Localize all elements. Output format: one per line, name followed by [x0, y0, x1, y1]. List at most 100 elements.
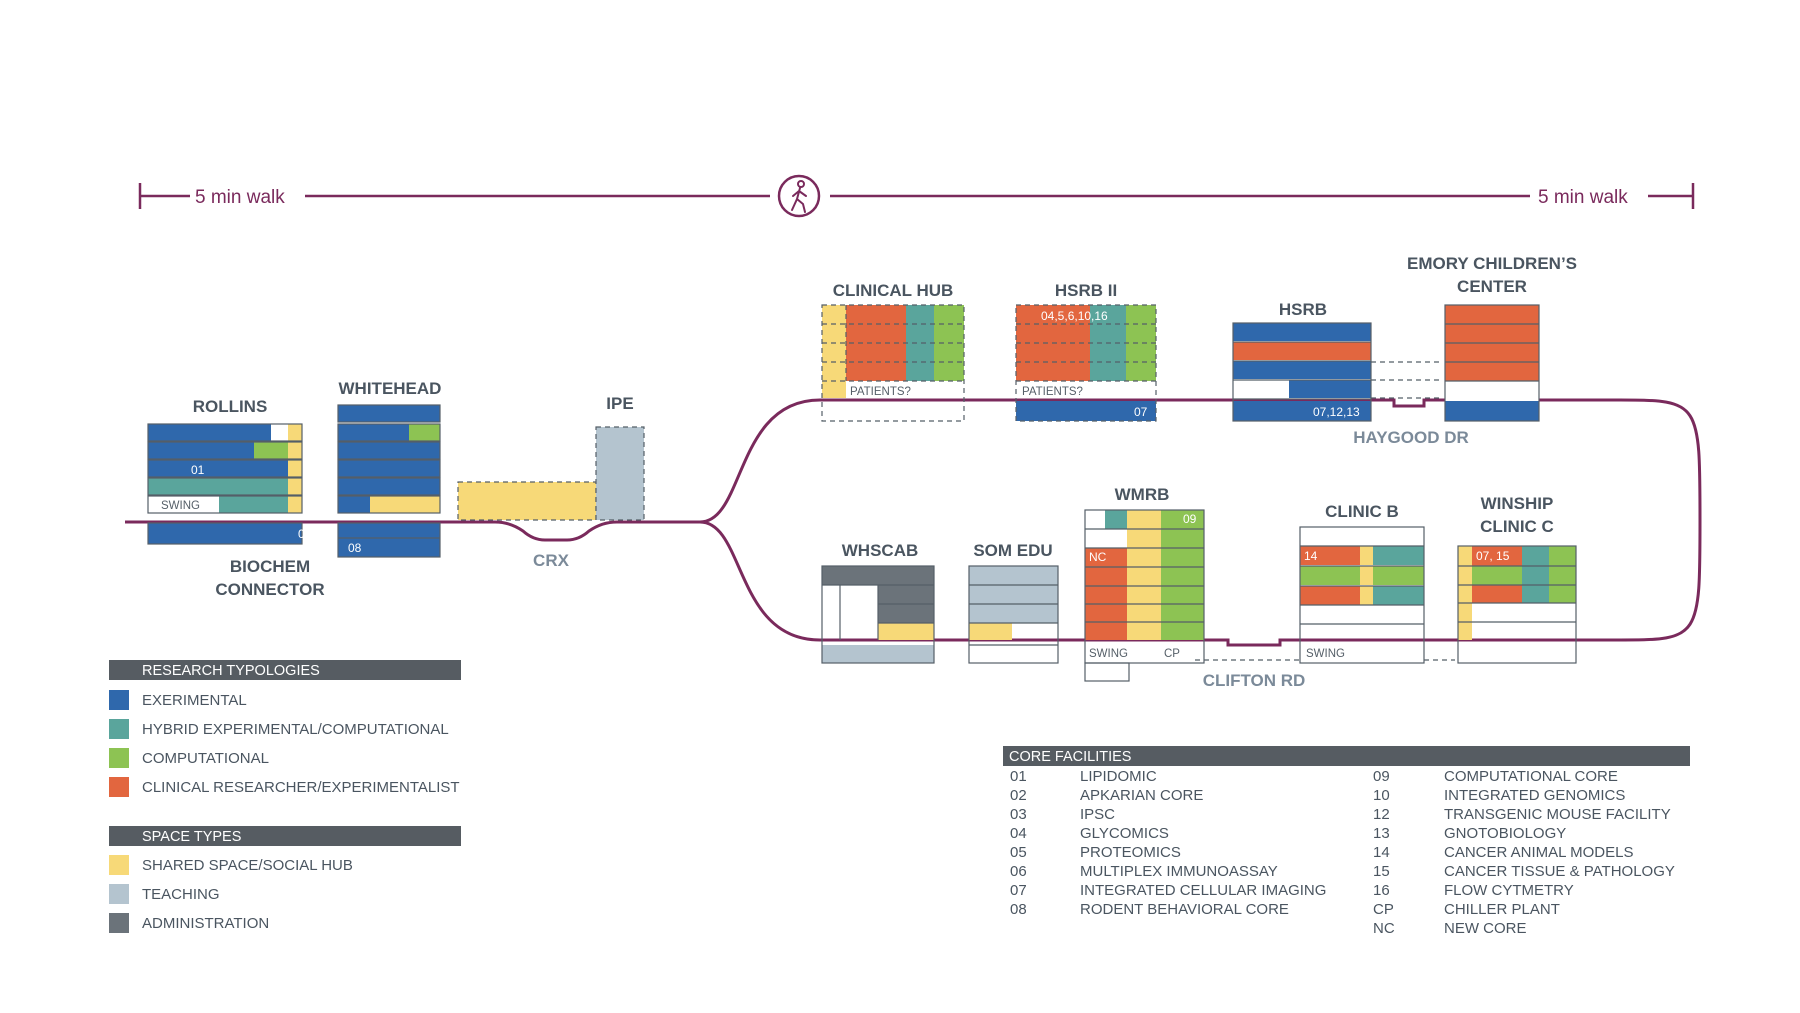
building-label-ipe: IPE [606, 394, 633, 413]
building-label-emory-2: CENTER [1457, 277, 1527, 296]
legend-item-computational: COMPUTATIONAL [109, 748, 269, 768]
core-code: 10 [1373, 787, 1390, 804]
walk-label-right: 5 min walk [1538, 187, 1628, 208]
core-code: 13 [1373, 825, 1390, 842]
core-name: CHILLER PLANT [1444, 901, 1560, 918]
core-code: 06 [1010, 863, 1027, 880]
legend-label: ADMINISTRATION [142, 915, 269, 932]
building-label-crx: CRX [533, 551, 570, 570]
legend-label: COMPUTATIONAL [142, 750, 269, 767]
building-whscab[interactable] [821, 565, 935, 664]
core-name: COMPUTATIONAL CORE [1444, 768, 1618, 785]
road-label-clifton: CLIFTON RD [1203, 671, 1306, 690]
core-code: 12 [1373, 806, 1390, 823]
core-code: NC [1373, 920, 1395, 937]
legend-label: EXERIMENTAL [142, 692, 247, 709]
core-name: INTEGRATED GENOMICS [1444, 787, 1625, 804]
core-tag-winship: 07, 15 [1476, 549, 1510, 563]
patients-tag: PATIENTS? [850, 386, 911, 398]
building-label-clinic-b: CLINIC B [1325, 502, 1399, 521]
core-tag-0203: 02, 03 [298, 527, 332, 541]
swing-tag: SWING [161, 500, 200, 512]
core-name: FLOW CYTMETRY [1444, 882, 1574, 899]
building-label-biochem-1: BIOCHEM [230, 557, 310, 576]
swing-tag-wmrb: SWING [1089, 648, 1128, 660]
core-name: PROTEOMICS [1080, 844, 1181, 861]
building-whitehead[interactable]: 08 [337, 404, 441, 558]
core-name: IPSC [1080, 806, 1115, 823]
core-list-right: 09 COMPUTATIONAL CORE 10 INTEGRATED GENOMIC… [1373, 768, 1675, 937]
pedestrian-path [125, 398, 1702, 647]
core-tag-14: 14 [1304, 549, 1318, 563]
building-wmrb[interactable]: 09 NC SWING CP [1084, 509, 1205, 682]
legend-item-experimental: EXERIMENTAL [109, 690, 247, 710]
building-label-hsrb: HSRB [1279, 300, 1327, 319]
core-name: APKARIAN CORE [1080, 787, 1203, 804]
building-label-whscab: WHSCAB [842, 541, 919, 560]
legend-label: HYBRID EXPERIMENTAL/COMPUTATIONAL [142, 721, 449, 738]
connector-lines [1195, 361, 1455, 661]
core-tag-cp: CP [1164, 648, 1180, 660]
core-code: 02 [1010, 787, 1027, 804]
building-crx-connector[interactable] [457, 481, 597, 521]
building-clinic-b[interactable]: 14 SWING [1299, 526, 1425, 664]
core-code: 08 [1010, 901, 1027, 918]
legend-research-typologies: RESEARCH TYPOLOGIES EXERIMENTAL HYBRID E… [109, 660, 461, 797]
core-code: 07 [1010, 882, 1027, 899]
legend-label: SHARED SPACE/SOCIAL HUB [142, 857, 353, 874]
core-code: CP [1373, 901, 1394, 918]
building-rollins[interactable]: 01 SWING 02, 03 [147, 423, 332, 545]
core-list-left: 01 LIPIDOMIC 02 APKARIAN CORE 03 IPSC 04 GLYCOM… [1010, 768, 1326, 918]
core-code: 14 [1373, 844, 1390, 861]
building-emory-childrens-center[interactable] [1444, 304, 1540, 422]
building-som-edu[interactable] [968, 565, 1059, 664]
core-name: TRANSGENIC MOUSE FACILITY [1444, 806, 1671, 823]
core-name: INTEGRATED CELLULAR IMAGING [1080, 882, 1326, 899]
building-clinical-hub[interactable]: PATIENTS? [821, 304, 965, 422]
legend-space-title: SPACE TYPES [142, 829, 241, 845]
core-tag-01: 01 [191, 463, 205, 477]
building-label-wmrb: WMRB [1115, 485, 1170, 504]
building-label-rollins: ROLLINS [193, 397, 268, 416]
swing-tag-clinic-b: SWING [1306, 648, 1345, 660]
legend-item-teaching: TEACHING [109, 884, 220, 904]
core-facilities: CORE FACILITIES 01 LIPIDOMIC 02 APKARIAN CO… [1003, 746, 1690, 937]
core-name: RODENT BEHAVIORAL CORE [1080, 901, 1289, 918]
building-label-emory-1: EMORY CHILDREN’S [1407, 254, 1577, 273]
core-code: 05 [1010, 844, 1027, 861]
core-code: 03 [1010, 806, 1027, 823]
building-label-clinical-hub: CLINICAL HUB [833, 281, 954, 300]
legend-label: CLINICAL RESEARCHER/EXPERIMENTALIST [142, 779, 460, 796]
core-tag-hsrb: 07,12,13 [1313, 405, 1360, 419]
core-name: CANCER ANIMAL MODELS [1444, 844, 1634, 861]
legend-item-hybrid: HYBRID EXPERIMENTAL/COMPUTATIONAL [109, 719, 449, 739]
core-code: 15 [1373, 863, 1390, 880]
core-name: CANCER TISSUE & PATHOLOGY [1444, 863, 1675, 880]
legend-item-administration: ADMINISTRATION [109, 913, 269, 933]
core-tag-09: 09 [1183, 512, 1197, 526]
core-facilities-title: CORE FACILITIES [1009, 749, 1131, 765]
core-tag-hsrb2: 04,5,6,10,16 [1041, 309, 1108, 323]
building-label-whitehead: WHITEHEAD [339, 379, 442, 398]
building-label-biochem-2: CONNECTOR [215, 580, 324, 599]
core-name: GLYCOMICS [1080, 825, 1169, 842]
building-ipe[interactable] [595, 426, 645, 521]
building-label-hsrb-ii: HSRB II [1055, 281, 1117, 300]
building-label-winship-1: WINSHIP [1481, 494, 1554, 513]
core-name: LIPIDOMIC [1080, 768, 1157, 785]
legend-space-types: SPACE TYPES SHARED SPACE/SOCIAL HUB TEAC… [109, 826, 461, 933]
core-tag-08: 08 [348, 541, 362, 555]
core-code: 16 [1373, 882, 1390, 899]
legend-item-shared-space: SHARED SPACE/SOCIAL HUB [109, 855, 353, 875]
building-label-winship-2: CLINIC C [1480, 517, 1554, 536]
walking-person-icon [777, 174, 821, 218]
legend-research-title: RESEARCH TYPOLOGIES [142, 663, 320, 679]
core-code: 04 [1010, 825, 1027, 842]
core-code: 01 [1010, 768, 1027, 785]
core-name: MULTIPLEX IMMUNOASSAY [1080, 863, 1278, 880]
building-hsrb[interactable]: 07,12,13 [1232, 322, 1372, 422]
building-winship-clinic-c[interactable]: 07, 15 [1457, 545, 1577, 664]
building-hsrb-ii[interactable]: 04,5,6,10,16 PATIENTS? 07 [1015, 304, 1157, 422]
core-code: 09 [1373, 768, 1390, 785]
